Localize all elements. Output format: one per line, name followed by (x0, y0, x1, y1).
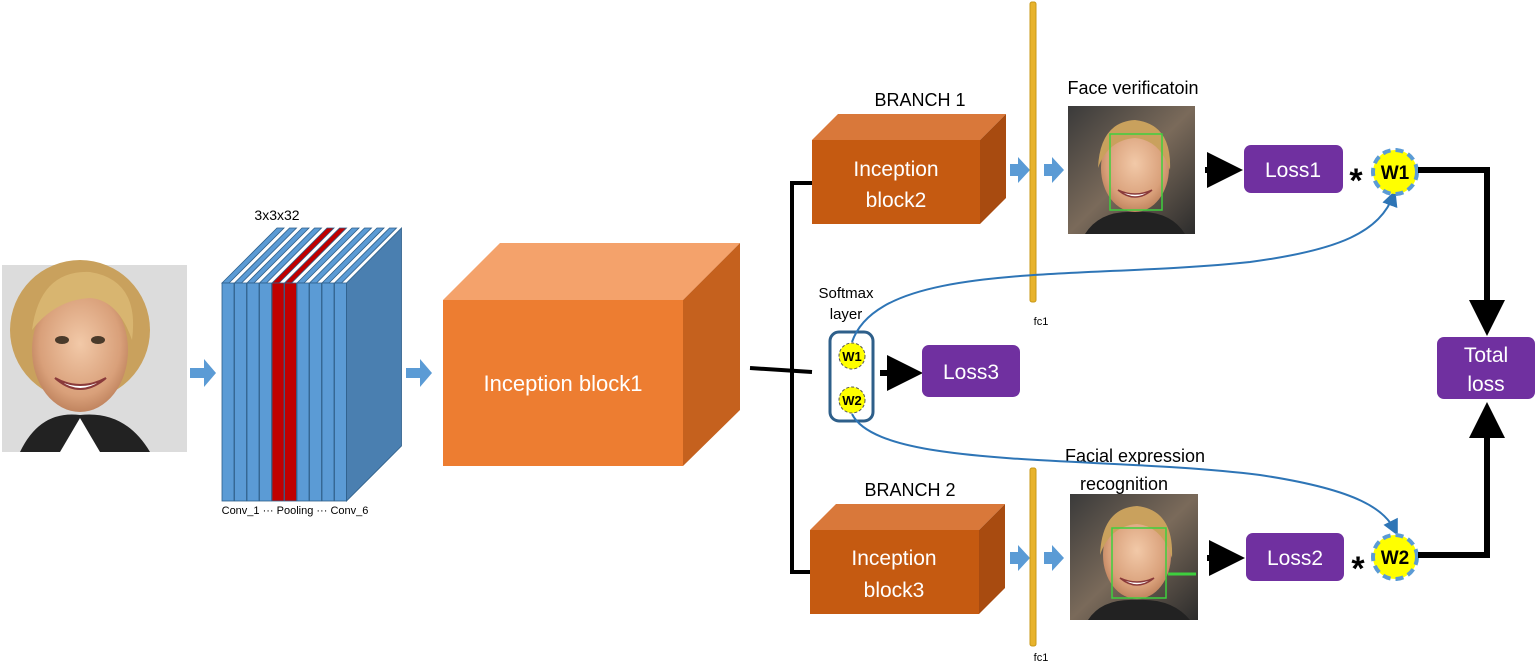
fc-to-face2-arrow (1044, 545, 1064, 571)
conv-slab (259, 282, 272, 502)
loss1-box: Loss1 (1244, 145, 1343, 193)
expression-face-image (1070, 494, 1198, 620)
multiply-symbol-1: * (1349, 162, 1363, 200)
loss3-box: Loss3 (922, 345, 1020, 397)
block3-to-fc-arrow (1010, 545, 1030, 571)
softmax-w1-node (838, 342, 866, 370)
conv-to-block1-arrow (406, 359, 432, 387)
conv-slab (221, 282, 235, 502)
fc1-label-bottom: fc1 (1034, 652, 1049, 663)
w1-to-total-line (1418, 167, 1505, 336)
pooling-slab (284, 282, 297, 502)
conv-stack-caption: Conv_1 ··· Pooling ··· Conv_6 (222, 505, 369, 517)
softmax-layer: W1 W2 (828, 330, 875, 423)
branch2-label: BRANCH 2 (864, 480, 955, 500)
fc1-layer-bottom (1029, 467, 1037, 647)
branch1-label: BRANCH 1 (874, 90, 965, 110)
task-face-verification-label: Face verificatoin (1067, 78, 1198, 98)
total-loss-label-line1: Total (1464, 344, 1508, 367)
weight-w1-node: W1 (1371, 148, 1419, 196)
conv-stack-side (346, 227, 402, 502)
input-to-conv-arrow (190, 359, 216, 387)
multiply-symbol-2: * (1351, 550, 1365, 588)
conv-kernel-label: 3x3x32 (254, 207, 299, 223)
softmax-w1-curve (851, 190, 1398, 343)
loss2-label: Loss2 (1267, 547, 1323, 570)
conv-slab (246, 282, 260, 502)
task-expression-label-line1: Facial expression (1065, 446, 1205, 466)
fc1-label-top: fc1 (1034, 316, 1049, 328)
verification-face-image (1068, 106, 1195, 234)
total-loss-label-line2: loss (1467, 373, 1504, 396)
weight-w2-label: W2 (1381, 548, 1410, 569)
loss2-box: Loss2 (1246, 533, 1344, 581)
block2-to-fc-arrow (1010, 157, 1030, 183)
weight-w2-node: W2 (1371, 533, 1419, 581)
input-face-image (2, 260, 187, 452)
softmax-w2-curve (851, 413, 1398, 536)
softmax-w2-node (838, 386, 866, 414)
inception-block3-label-line1: Inception (851, 547, 936, 570)
branch-connector (749, 181, 813, 574)
conv-slab (234, 282, 247, 502)
total-loss-box: Total loss (1437, 337, 1535, 399)
w2-to-total-line (1418, 402, 1505, 558)
inception-block1-cube: Inception block1 (443, 243, 740, 466)
loss3-label: Loss3 (943, 361, 999, 384)
softmax-w1-label: W1 (842, 349, 862, 364)
softmax-label-line1: Softmax (818, 285, 874, 302)
inception-block2-label-line1: Inception (853, 158, 938, 181)
inception-block3-cube: Inception block3 (810, 504, 1005, 614)
loss1-label: Loss1 (1265, 159, 1321, 182)
conv-slab (296, 282, 310, 502)
task-expression-label-line2: recognition (1080, 474, 1168, 494)
weight-w1-label: W1 (1381, 163, 1410, 184)
fc1-layer-top (1029, 1, 1037, 303)
conv-slab (334, 282, 347, 502)
inception-block2-label-line2: block2 (866, 189, 927, 212)
conv-slab (309, 282, 322, 502)
pooling-slab (271, 282, 285, 502)
inception-block2-cube: Inception block2 (812, 114, 1006, 224)
conv-layer-stack (221, 227, 402, 502)
softmax-w2-label: W2 (842, 393, 862, 408)
fc-to-face1-arrow (1044, 157, 1064, 183)
inception-block1-label: Inception block1 (484, 371, 643, 396)
softmax-label-line2: layer (830, 306, 863, 323)
conv-slab (321, 282, 335, 502)
inception-block3-label-line2: block3 (864, 579, 925, 602)
